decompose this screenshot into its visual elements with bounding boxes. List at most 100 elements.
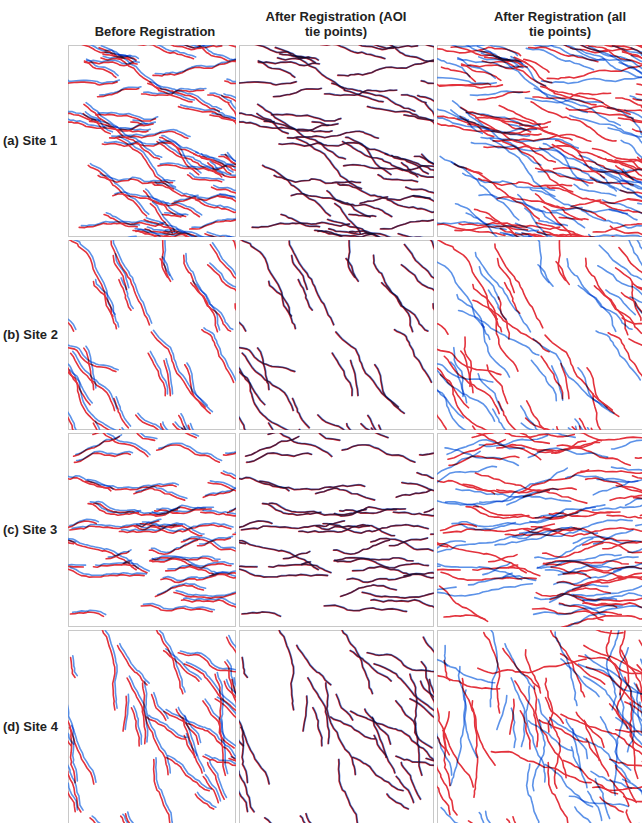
blue-lineament (239, 705, 248, 782)
blue-lineament (475, 630, 505, 707)
blue-lineament (598, 262, 642, 300)
blue-lineament (120, 644, 149, 683)
blue-lineament (531, 358, 556, 402)
red-lineament (616, 486, 642, 499)
blue-lineament (272, 114, 341, 121)
red-lineament (404, 115, 434, 135)
blue-lineament (168, 756, 211, 789)
column-header: After Registration (AOI tie points) (261, 9, 411, 40)
blue-lineament (611, 433, 642, 449)
blue-lineament (586, 46, 642, 79)
red-lineament (637, 84, 642, 88)
red-lineament (324, 605, 406, 611)
red-lineament (114, 399, 128, 428)
blue-lineament (152, 505, 213, 514)
blue-lineament (339, 759, 368, 823)
red-lineament (641, 107, 642, 146)
blue-lineament (576, 424, 605, 430)
blue-lineament (86, 103, 162, 158)
red-lineament (466, 507, 529, 519)
blue-lineament (258, 104, 346, 159)
red-lineament (371, 600, 434, 616)
red-lineament (111, 241, 149, 325)
blue-lineament (280, 54, 310, 58)
blue-lineament (212, 113, 236, 133)
blue-lineament (200, 536, 233, 544)
red-lineament (582, 630, 623, 634)
blue-lineament (539, 221, 568, 226)
blue-lineament (387, 794, 408, 809)
red-lineament (437, 569, 460, 571)
red-lineament (338, 60, 434, 76)
blue-lineament (136, 487, 187, 499)
blue-lineament (158, 583, 206, 594)
blue-lineament (521, 233, 557, 237)
blue-lineament (429, 240, 434, 271)
red-lineament (313, 708, 322, 746)
blue-lineament (239, 379, 248, 430)
blue-lineament (531, 240, 548, 284)
red-lineament (239, 365, 265, 405)
blue-lineament (417, 473, 434, 482)
red-lineament (338, 760, 367, 823)
blue-lineament (533, 333, 607, 414)
red-lineament (239, 566, 257, 568)
red-lineament (262, 165, 330, 216)
red-lineament (242, 612, 280, 616)
red-lineament (239, 313, 246, 331)
red-lineament (318, 415, 369, 430)
blue-lineament (181, 105, 236, 132)
red-lineament (440, 586, 488, 621)
blue-lineament (437, 657, 443, 733)
blue-lineament (279, 630, 294, 710)
blue-lineament (390, 538, 428, 546)
blue-lineament (568, 48, 642, 81)
blue-lineament (344, 45, 418, 49)
blue-lineament (452, 514, 516, 535)
blue-lineament (422, 662, 434, 735)
blue-lineament (479, 434, 548, 449)
blue-lineament (371, 599, 434, 615)
red-lineament (433, 304, 434, 391)
blue-lineament (265, 818, 330, 823)
blue-lineament (626, 531, 642, 553)
blue-lineament (426, 103, 434, 142)
red-lineament (362, 592, 434, 598)
blue-lineament (186, 253, 220, 330)
red-lineament (431, 532, 434, 535)
blue-lineament (576, 156, 642, 193)
blue-lineament (281, 214, 319, 226)
red-lineament (437, 382, 450, 430)
blue-lineament (279, 143, 388, 155)
blue-lineament (269, 503, 366, 515)
red-lineament (368, 416, 386, 430)
blue-lineament (437, 381, 509, 430)
blue-lineament (410, 674, 432, 748)
blue-lineament (301, 816, 331, 823)
blue-lineament (468, 573, 513, 585)
red-lineament (425, 104, 434, 143)
blue-lineament (123, 814, 149, 823)
blue-lineament (422, 81, 434, 85)
blue-lineament (437, 45, 518, 56)
blue-lineament (625, 240, 642, 269)
blue-lineament (225, 45, 236, 46)
red-lineament (265, 818, 330, 823)
blue-lineament (493, 408, 513, 430)
blue-lineament (398, 233, 429, 237)
blue-lineament (160, 45, 224, 48)
blue-lineament (405, 244, 434, 290)
red-lineament (88, 165, 146, 216)
blue-lineament (437, 451, 483, 479)
red-lineament (487, 365, 508, 403)
blue-lineament (437, 355, 493, 388)
blue-lineament (430, 679, 434, 727)
blue-lineament (437, 493, 478, 517)
blue-lineament (316, 488, 375, 500)
blue-lineament (424, 637, 434, 674)
blue-lineament (521, 404, 545, 430)
blue-lineament (249, 45, 316, 62)
blue-lineament (333, 353, 353, 395)
blue-lineament (381, 219, 434, 229)
blue-lineament (513, 223, 626, 237)
